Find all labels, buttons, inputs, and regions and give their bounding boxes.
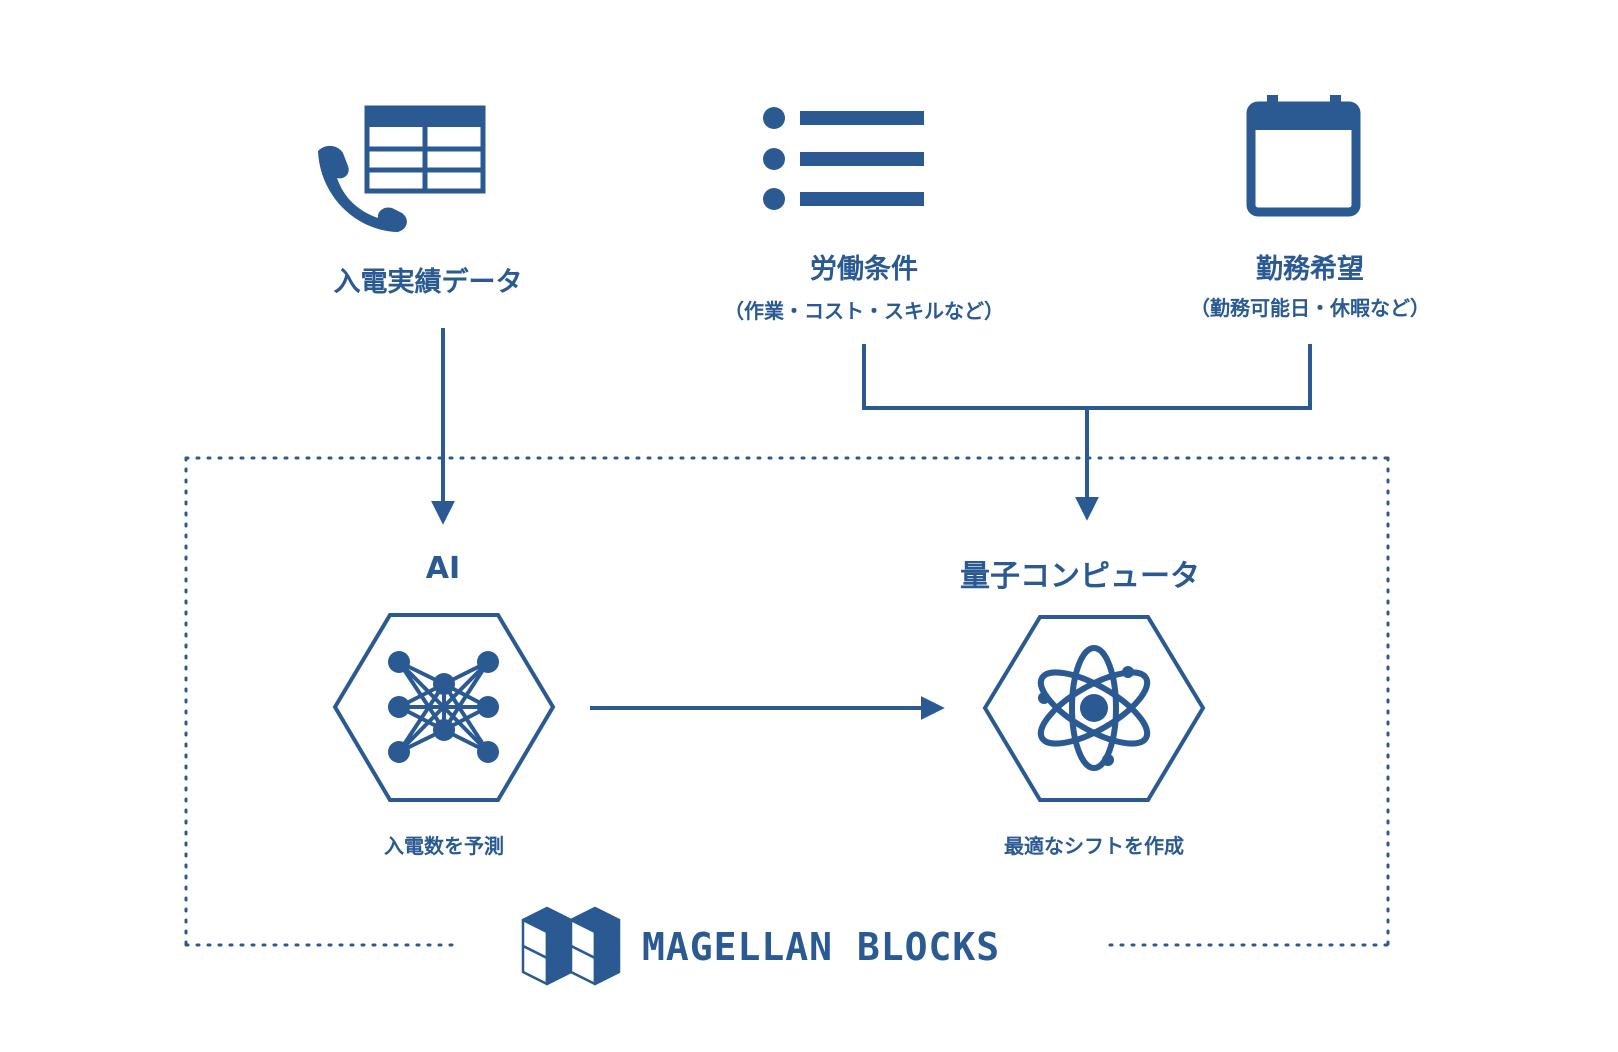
calendar-icon bbox=[1246, 95, 1361, 217]
input-subtitle-working-conditions: （作業・コスト・スキルなど） bbox=[724, 299, 1004, 323]
phone-table-icon bbox=[318, 105, 486, 232]
input-title-call-data: 入電実績データ bbox=[333, 267, 523, 298]
quantum-hexagon bbox=[982, 615, 1206, 802]
ai-hexagon bbox=[332, 613, 556, 802]
node-title-ai: AI bbox=[425, 551, 461, 586]
atom-icon bbox=[1037, 645, 1151, 771]
magellan-blocks-cube-logo bbox=[521, 906, 621, 986]
platform-frame bbox=[184, 456, 1390, 947]
input-title-shift-preferences: 勤務希望 bbox=[1256, 254, 1364, 285]
node-caption-quantum: 最適なシフトを作成 bbox=[1004, 834, 1184, 858]
list-icon bbox=[763, 107, 924, 210]
input-subtitle-shift-preferences: （勤務可能日・休暇など） bbox=[1190, 296, 1430, 320]
input-title-working-conditions: 労働条件 bbox=[810, 254, 918, 285]
node-caption-ai: 入電数を予測 bbox=[384, 834, 504, 858]
merge-connector bbox=[862, 344, 1312, 521]
node-title-quantum: 量子コンピュータ bbox=[960, 559, 1200, 594]
brand-name: MAGELLAN BLOCKS bbox=[642, 925, 1001, 969]
